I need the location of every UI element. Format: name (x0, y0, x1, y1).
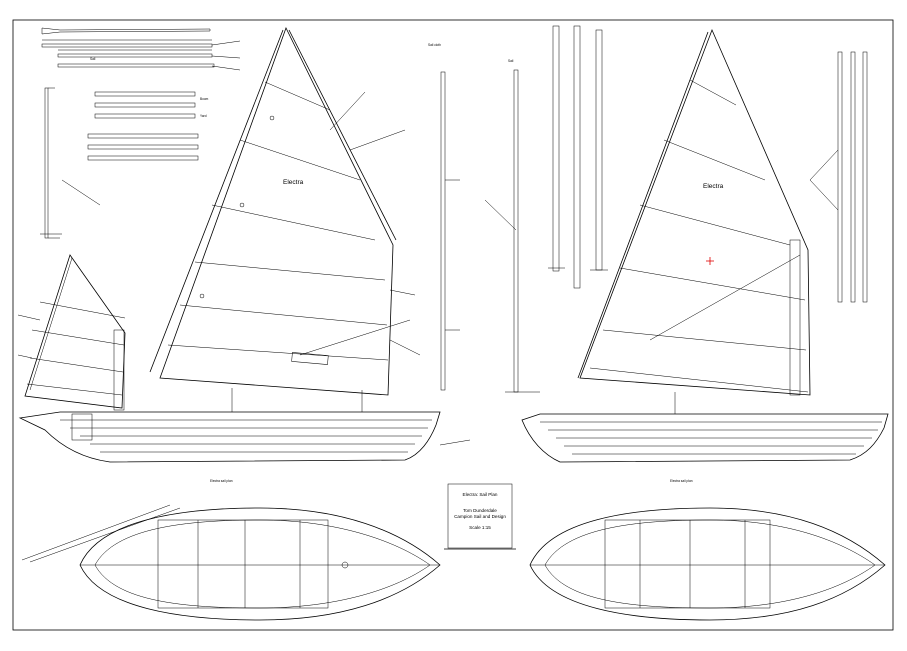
title-block: Electra: Sail Plan Tom Dunderdale Campio… (444, 483, 516, 550)
note-sail: Sail (508, 59, 514, 63)
scale-text: Scale 1:15 (469, 525, 491, 530)
caption-left: Electra sail plan (210, 479, 233, 483)
spars-detail: Sail Boom Yard (40, 27, 241, 239)
drawing-border (12, 19, 894, 631)
hull-plan-right (529, 507, 886, 621)
note-sail-cloth: Sail cloth (428, 43, 441, 47)
hull-right-profile: Electra sail plan (521, 392, 889, 483)
hull-left-profile: Electra sail plan (18, 388, 471, 483)
main-sail-left: Electra (149, 26, 421, 396)
main-sail-right: Electra (577, 28, 811, 396)
oar-label-boom: Boom (200, 97, 209, 101)
title-text: Electra: Sail Plan (463, 492, 498, 497)
hull-plan-left (21, 504, 441, 621)
center-spars: Sail cloth Sail (428, 25, 608, 393)
oar-label-yard: Yard (200, 114, 207, 118)
sail-name-left: Electra (283, 179, 304, 186)
sail-name-right: Electra (703, 183, 724, 190)
designer-text: Tom Dunderdale (463, 508, 497, 513)
company-text: Campion Sail and Design (454, 514, 506, 519)
right-spars (809, 51, 868, 303)
oar-label-sail: Sail (90, 57, 96, 61)
caption-right: Electra sail plan (670, 479, 693, 483)
small-lug-sail (17, 254, 126, 411)
